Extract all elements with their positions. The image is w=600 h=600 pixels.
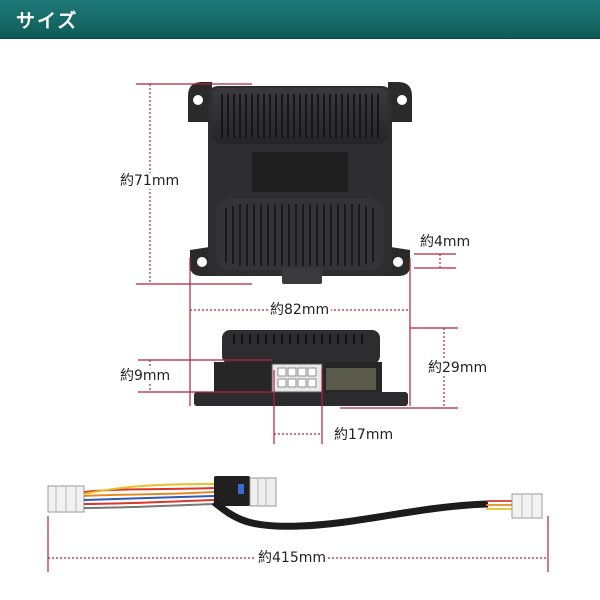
section-header: サイズ [0, 0, 600, 39]
dimension-connector-width-label: 約17mm [332, 427, 396, 443]
dimension-height-label: 約71mm [118, 173, 182, 189]
dimension-connector-height-label: 約9mm [118, 368, 173, 384]
module-side-view [194, 330, 408, 406]
section-title: サイズ [16, 10, 79, 32]
module-top-view [188, 82, 412, 284]
dimension-side-height-label: 約29mm [426, 360, 490, 376]
cable-harness [47, 476, 543, 530]
dimension-flange-label: 約4mm [418, 234, 473, 250]
dimension-cable-length-label: 約415mm [256, 550, 328, 566]
dimension-width-label: 約82mm [268, 302, 332, 318]
